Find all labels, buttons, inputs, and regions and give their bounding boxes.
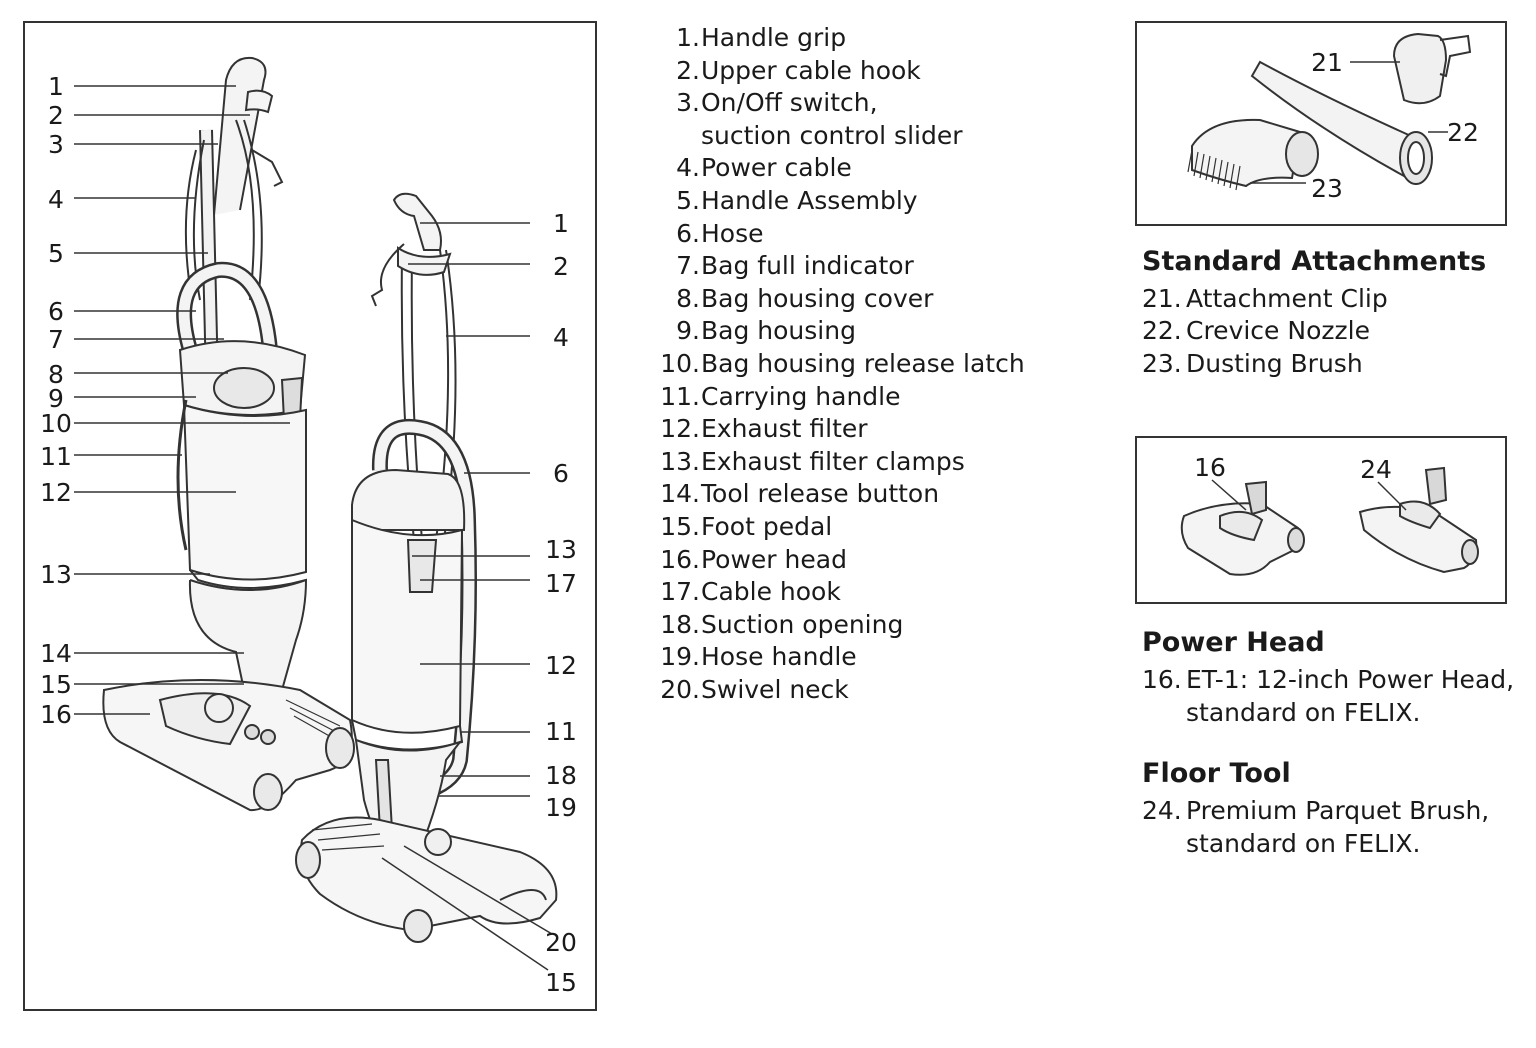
callout-left-1: 1	[48, 72, 64, 101]
callout-right-2: 2	[553, 252, 569, 281]
floor-tool-title: Floor Tool	[1142, 758, 1291, 789]
heads-callouts: 16 24	[1194, 453, 1392, 484]
parts-item: 14.Tool release button	[660, 479, 940, 509]
attachments-illustration	[1187, 32, 1472, 191]
callout-left-5: 5	[48, 239, 64, 268]
standard-attachments-title: Standard Attachments	[1142, 246, 1487, 277]
callout-left-8: 8	[48, 360, 64, 389]
callout-left-9: 9	[48, 384, 64, 413]
callout-right-4: 4	[553, 323, 569, 352]
power-head-description: 16.ET-1: 12-inch Power Head, standard on…	[1142, 665, 1515, 727]
callout-right-13: 13	[545, 535, 577, 564]
callout-left-6: 6	[48, 297, 64, 326]
callout-left-15: 15	[40, 670, 72, 699]
parts-item: suction control slider	[701, 120, 963, 150]
callout-right-15: 15	[545, 968, 577, 997]
parts-item: 4.Power cable	[676, 153, 852, 183]
right-callouts: 1 2 4 6 13 17 12 11 18 19 20 15	[545, 209, 577, 997]
callout-16: 16	[1194, 453, 1226, 482]
callout-left-10: 10	[40, 409, 72, 438]
parts-item: 15.Foot pedal	[660, 511, 833, 541]
parts-item: 16.Power head	[660, 544, 847, 574]
parts-list: 1.Handle grip 2.Upper cable hook 3.On/Of…	[652, 22, 1025, 706]
power-head-title: Power Head	[1142, 627, 1325, 658]
callout-23: 23	[1311, 174, 1343, 203]
left-leader-lines	[74, 85, 290, 715]
heads-leaders	[1211, 479, 1407, 511]
callout-right-17: 17	[545, 569, 577, 598]
attachment-item: 22.Crevice Nozzle	[1142, 316, 1370, 345]
callout-left-2: 2	[48, 101, 64, 130]
heads-illustration	[1180, 466, 1479, 576]
callout-right-6: 6	[553, 459, 569, 488]
callout-right-18: 18	[545, 761, 577, 790]
parts-item: 1.Handle grip	[676, 23, 847, 52]
callout-right-12: 12	[545, 651, 577, 680]
parts-item: 13.Exhaust filter clamps	[660, 446, 965, 476]
callout-left-12: 12	[40, 478, 72, 507]
floor-tool-description: 24.Premium Parquet Brush, standard on FE…	[1142, 796, 1490, 858]
callout-left-14: 14	[40, 639, 72, 668]
callout-22: 22	[1447, 118, 1479, 147]
callout-right-20: 20	[545, 928, 577, 957]
right-leader-lines	[381, 222, 553, 971]
left-callouts: 1 2 3 4 5 6 7 8 9 10 11 12 13 14 15 16	[40, 72, 72, 729]
parts-item: 17.Cable hook	[660, 577, 841, 607]
callout-21: 21	[1311, 48, 1343, 77]
parts-item: 5.Handle Assembly	[676, 185, 918, 215]
callout-left-4: 4	[48, 185, 64, 214]
parts-item: 12.Exhaust filter	[660, 414, 868, 444]
callout-left-16: 16	[40, 700, 72, 729]
callout-left-13: 13	[40, 560, 72, 589]
right-vacuum-illustration	[295, 192, 558, 943]
parts-item: 18.Suction opening	[660, 609, 904, 639]
parts-item: 3.On/Off switch,	[676, 88, 878, 118]
callout-left-7: 7	[48, 325, 64, 354]
left-vacuum-illustration	[102, 56, 355, 812]
callout-right-11: 11	[545, 717, 577, 746]
callout-24: 24	[1360, 455, 1392, 484]
parts-item: 11.Carrying handle	[660, 381, 901, 411]
callout-left-11: 11	[40, 442, 72, 471]
attachment-item: 23.Dusting Brush	[1142, 349, 1363, 378]
parts-item: 19.Hose handle	[660, 642, 857, 672]
parts-item: 2.Upper cable hook	[676, 55, 921, 85]
callout-left-3: 3	[48, 130, 64, 159]
diagram-frame	[23, 21, 597, 1011]
parts-item: 6.Hose	[676, 218, 764, 248]
attachments-leaders	[1250, 61, 1448, 184]
parts-item: 20.Swivel neck	[660, 674, 849, 704]
parts-item: 7.Bag full indicator	[676, 251, 914, 281]
callout-right-19: 19	[545, 793, 577, 822]
attachment-item: 21.Attachment Clip	[1142, 284, 1388, 313]
callout-right-1: 1	[553, 209, 569, 238]
parts-item: 9.Bag housing	[676, 316, 856, 346]
parts-item: 10.Bag housing release latch	[660, 348, 1025, 378]
attachments-callouts: 21 22 23	[1311, 48, 1479, 203]
parts-item: 8.Bag housing cover	[676, 283, 934, 313]
